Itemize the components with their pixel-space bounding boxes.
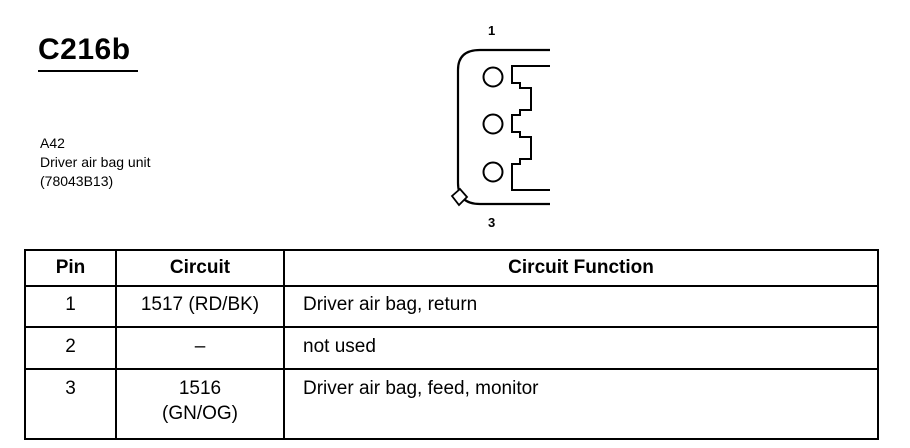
cell-function: not used <box>283 326 879 370</box>
connector-housing <box>456 48 550 206</box>
circuit-line: – <box>194 336 206 357</box>
pin-cavity-3 <box>482 161 504 183</box>
table-header-row: Pin Circuit Circuit Function <box>24 249 879 287</box>
cell-circuit: – <box>115 326 285 370</box>
table-row: 3 1516 (GN/OG) Driver air bag, feed, mon… <box>24 368 879 440</box>
pinout-table: Pin Circuit Circuit Function 1 1517 (RD/… <box>24 249 879 440</box>
cell-function: Driver air bag, feed, monitor <box>283 368 879 440</box>
cell-pin: 2 <box>24 326 117 370</box>
cell-circuit: 1517 (RD/BK) <box>115 285 285 328</box>
connector-face-diagram: 1 3 <box>450 23 550 230</box>
pin-label-1: 1 <box>488 23 495 38</box>
connector-description: A42 Driver air bag unit (78043B13) <box>40 134 151 191</box>
cell-pin: 1 <box>24 285 117 328</box>
part-number: (78043B13) <box>40 173 114 189</box>
title-underline <box>38 70 138 72</box>
cell-pin: 3 <box>24 368 117 440</box>
header-circuit-function: Circuit Function <box>283 249 879 287</box>
connector-title: C216b <box>38 33 131 66</box>
pin-cavity-1 <box>482 66 504 88</box>
header-pin: Pin <box>24 249 117 287</box>
pin-cavity-2 <box>482 113 504 135</box>
cell-circuit: 1516 (GN/OG) <box>115 368 285 440</box>
connector-latch <box>450 187 469 207</box>
table-row: 1 1517 (RD/BK) Driver air bag, return <box>24 285 879 328</box>
header-circuit: Circuit <box>115 249 285 287</box>
circuit-line: 1516 <box>178 378 222 399</box>
component-name: Driver air bag unit <box>40 154 151 170</box>
table-row: 2 – not used <box>24 326 879 370</box>
pin-label-3: 3 <box>488 215 495 230</box>
circuit-line: (GN/OG) <box>162 403 238 424</box>
connector-key-outline <box>511 65 550 191</box>
component-code: A42 <box>40 135 65 151</box>
circuit-line: 1517 (RD/BK) <box>140 294 260 315</box>
cell-function: Driver air bag, return <box>283 285 879 328</box>
